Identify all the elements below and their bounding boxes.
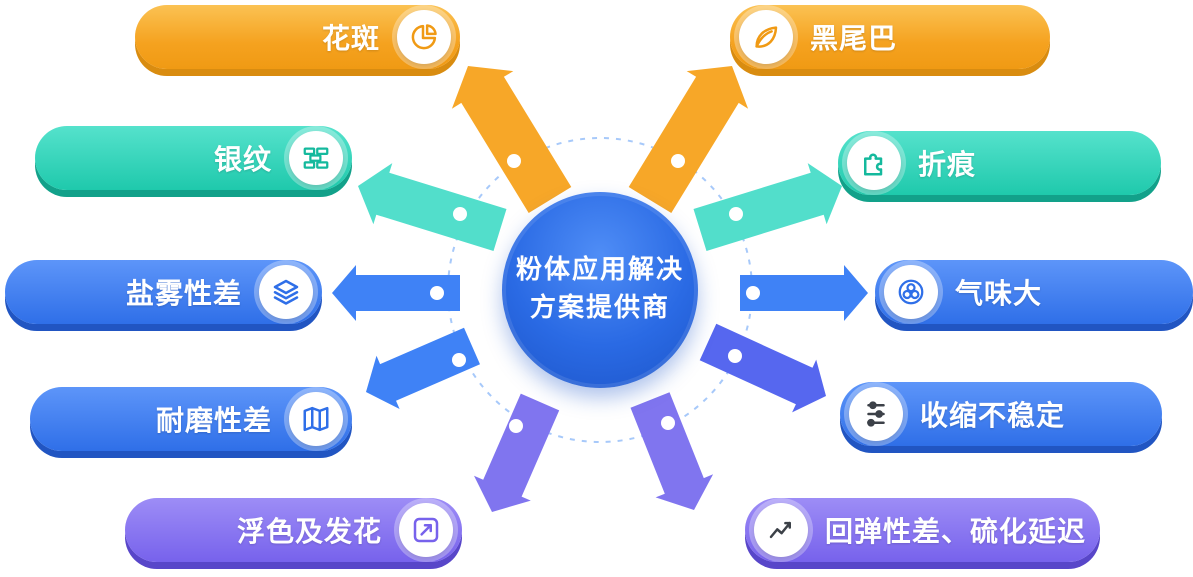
connector-dot-3	[729, 207, 743, 221]
pill-salt-spray-label: 盐雾性差	[125, 277, 242, 310]
pill-rebound: 回弹性差、硫化延迟	[745, 498, 1100, 562]
pill-floating-color-label: 浮色及发花	[236, 515, 382, 548]
connector-dot-9	[661, 416, 675, 430]
connector-arrow-9	[630, 392, 714, 510]
connector-dot-7	[728, 349, 742, 363]
pill-odor-label: 气味大	[955, 277, 1043, 310]
connector-dot-6	[452, 353, 466, 367]
pill-shrinkage: 收缩不稳定	[840, 382, 1162, 446]
connector-arrow-1	[628, 66, 749, 213]
pie-chart-icon	[397, 10, 451, 64]
connector-dot-5	[746, 286, 760, 300]
map-icon	[289, 392, 343, 446]
leaf-icon	[739, 10, 793, 64]
pill-abrasion: 耐磨性差	[30, 387, 352, 451]
line-chart-icon	[754, 503, 808, 557]
connector-dot-4	[430, 286, 444, 300]
pill-rebound-label: 回弹性差、硫化延迟	[825, 515, 1087, 548]
connector-dot-0	[507, 154, 521, 168]
connector-arrow-5	[740, 265, 868, 321]
pill-odor: 气味大	[875, 260, 1193, 324]
connector-dot-8	[509, 419, 523, 433]
connector-arrow-4	[332, 265, 460, 321]
pill-black-tail: 黑尾巴	[730, 5, 1050, 69]
connector-arrow-0	[451, 66, 572, 213]
connector-dot-2	[453, 207, 467, 221]
pill-black-tail-label: 黑尾巴	[810, 22, 898, 55]
center-title-line1: 粉体应用解决	[515, 255, 684, 286]
pill-shrinkage-label: 收缩不稳定	[920, 399, 1066, 432]
pill-crease-label: 折痕	[918, 148, 977, 181]
pill-crease: 折痕	[838, 131, 1161, 195]
pill-mottling-label: 花斑	[321, 22, 380, 55]
puzzle-icon	[847, 136, 901, 190]
center-title-line2: 方案提供商	[529, 293, 670, 323]
pill-floating-color: 浮色及发花	[125, 498, 462, 562]
connector-arrow-8	[474, 393, 560, 512]
trend-arrow-icon	[399, 503, 453, 557]
connector-arrow-3	[693, 163, 842, 251]
pill-salt-spray: 盐雾性差	[5, 260, 322, 324]
center-node: 粉体应用解决 方案提供商	[502, 192, 698, 388]
connector-arrow-6	[366, 327, 480, 409]
connector-dot-1	[671, 154, 685, 168]
brick-wall-icon	[289, 131, 343, 185]
pill-mottling: 花斑	[135, 5, 460, 69]
circles-icon	[884, 265, 938, 319]
layers-icon	[259, 265, 313, 319]
connector-arrow-2	[358, 163, 507, 251]
pill-abrasion-label: 耐磨性差	[155, 404, 272, 437]
pill-silver-streak: 银纹	[35, 126, 352, 190]
connector-arrow-7	[699, 323, 826, 413]
sliders-icon	[849, 387, 903, 441]
pill-silver-streak-label: 银纹	[213, 143, 272, 176]
